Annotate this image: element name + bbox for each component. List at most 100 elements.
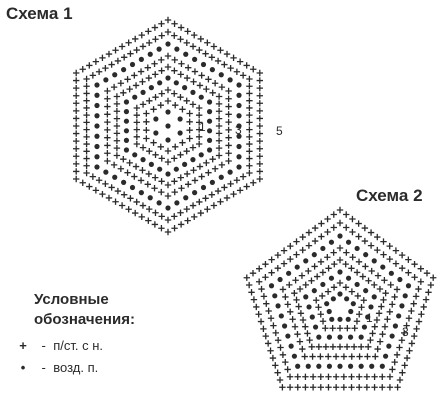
legend-dash: - xyxy=(41,360,46,375)
cross-stitch-icon xyxy=(179,106,186,113)
cross-stitch-icon xyxy=(246,111,253,119)
cross-stitch-icon xyxy=(392,247,400,254)
chain-dot-icon xyxy=(236,143,242,150)
cross-stitch-icon xyxy=(73,168,80,175)
cross-stitch-icon xyxy=(183,148,190,155)
cross-stitch-icon xyxy=(218,161,226,169)
chain-dot-icon xyxy=(94,133,100,139)
cross-stitch-icon xyxy=(197,209,204,217)
cross-stitch-icon xyxy=(425,289,432,296)
cross-stitch-icon xyxy=(114,57,122,65)
cross-stitch-icon xyxy=(177,24,185,31)
cross-stitch-icon xyxy=(330,224,337,231)
chain-dot-icon xyxy=(358,363,364,369)
chain-dot-icon xyxy=(123,99,130,105)
cross-stitch-icon xyxy=(196,163,204,170)
chain-dot-icon xyxy=(200,61,207,68)
cross-stitch-icon xyxy=(110,161,118,169)
cross-stitch-icon xyxy=(143,110,150,117)
cross-stitch-icon xyxy=(367,336,374,344)
chain-dot-icon xyxy=(94,154,100,160)
chain-dot-icon xyxy=(303,258,309,264)
cross-stitch-icon xyxy=(177,36,184,43)
cross-stitch-icon xyxy=(196,198,203,206)
cross-stitch-icon xyxy=(243,274,250,281)
cross-stitch-icon xyxy=(144,181,151,188)
cross-stitch-icon xyxy=(269,354,277,362)
cross-stitch-icon xyxy=(351,325,358,332)
cross-stitch-icon xyxy=(127,195,134,202)
cross-stitch-icon xyxy=(143,118,150,126)
cross-stitch-icon xyxy=(280,260,288,267)
cross-stitch-icon xyxy=(308,343,315,351)
cross-stitch-icon xyxy=(83,162,90,169)
chain-dot-icon xyxy=(156,200,162,206)
cross-stitch-icon xyxy=(215,144,223,152)
cross-stitch-icon xyxy=(396,344,403,351)
cross-stitch-icon xyxy=(256,153,263,160)
cross-stitch-icon xyxy=(215,152,223,159)
cross-stitch-icon xyxy=(73,175,80,183)
chain-dot-icon xyxy=(165,205,171,211)
chain-dot-icon xyxy=(153,116,159,122)
cross-stitch-icon xyxy=(104,87,111,95)
cross-stitch-icon xyxy=(195,140,203,148)
cross-stitch-icon xyxy=(380,296,387,304)
cross-stitch-icon xyxy=(294,330,301,338)
cross-stitch-icon xyxy=(256,107,263,115)
cross-stitch-icon xyxy=(217,198,224,205)
cross-stitch-icon xyxy=(138,31,145,39)
cross-stitch-icon xyxy=(95,68,103,75)
cross-stitch-icon xyxy=(381,323,389,330)
cross-stitch-icon xyxy=(196,82,204,89)
cross-stitch-icon xyxy=(120,54,128,61)
chain-dot-icon xyxy=(405,283,412,289)
cross-stitch-icon xyxy=(393,351,401,359)
cross-stitch-icon xyxy=(299,345,306,353)
chain-dot-icon xyxy=(286,270,292,276)
cross-stitch-icon xyxy=(306,336,313,344)
chain-dot-icon xyxy=(157,166,163,172)
cross-stitch-icon xyxy=(164,228,172,236)
chain-dot-icon xyxy=(272,293,278,299)
cross-stitch-icon xyxy=(291,323,299,330)
legend-text: возд. п. xyxy=(53,360,99,375)
cross-stitch-icon xyxy=(138,213,145,221)
cross-stitch-icon xyxy=(164,16,172,24)
cross-stitch-icon xyxy=(256,122,263,130)
cross-stitch-icon xyxy=(230,54,237,62)
chain-dot-icon xyxy=(309,314,315,320)
cross-stitch-icon xyxy=(117,165,125,172)
cross-stitch-icon xyxy=(120,89,127,97)
cross-stitch-icon xyxy=(340,384,348,391)
scheme-2-row-label-1: 1 xyxy=(366,311,373,325)
cross-stitch-icon xyxy=(311,237,319,245)
chain-dot-icon xyxy=(165,75,171,81)
cross-stitch-icon xyxy=(195,119,203,126)
cross-stitch-icon xyxy=(139,202,147,209)
cross-stitch-icon xyxy=(127,50,134,57)
cross-stitch-icon xyxy=(211,80,219,87)
cross-stitch-icon xyxy=(349,215,356,223)
cross-stitch-icon xyxy=(198,72,205,79)
cross-stitch-icon xyxy=(171,90,178,97)
cross-stitch-icon xyxy=(365,343,372,351)
cross-stitch-icon xyxy=(145,74,153,82)
cross-stitch-icon xyxy=(403,322,410,329)
cross-stitch-icon xyxy=(83,140,90,148)
cross-stitch-icon xyxy=(367,229,375,236)
chain-dot-icon xyxy=(147,51,153,57)
cross-stitch-icon xyxy=(268,256,275,263)
chain-dot-icon xyxy=(94,82,100,88)
cross-stitch-icon xyxy=(208,54,216,61)
cross-stitch-icon xyxy=(262,274,269,281)
cross-stitch-icon xyxy=(191,213,198,221)
cross-stitch-icon xyxy=(104,95,111,102)
chain-dot-icon xyxy=(165,123,171,129)
cross-stitch-icon xyxy=(104,157,111,165)
chain-dot-icon xyxy=(388,270,394,276)
cross-stitch-icon xyxy=(348,384,355,391)
cross-stitch-icon xyxy=(256,77,263,84)
chain-dot-icon xyxy=(218,72,224,78)
cross-stitch-icon xyxy=(177,221,185,228)
